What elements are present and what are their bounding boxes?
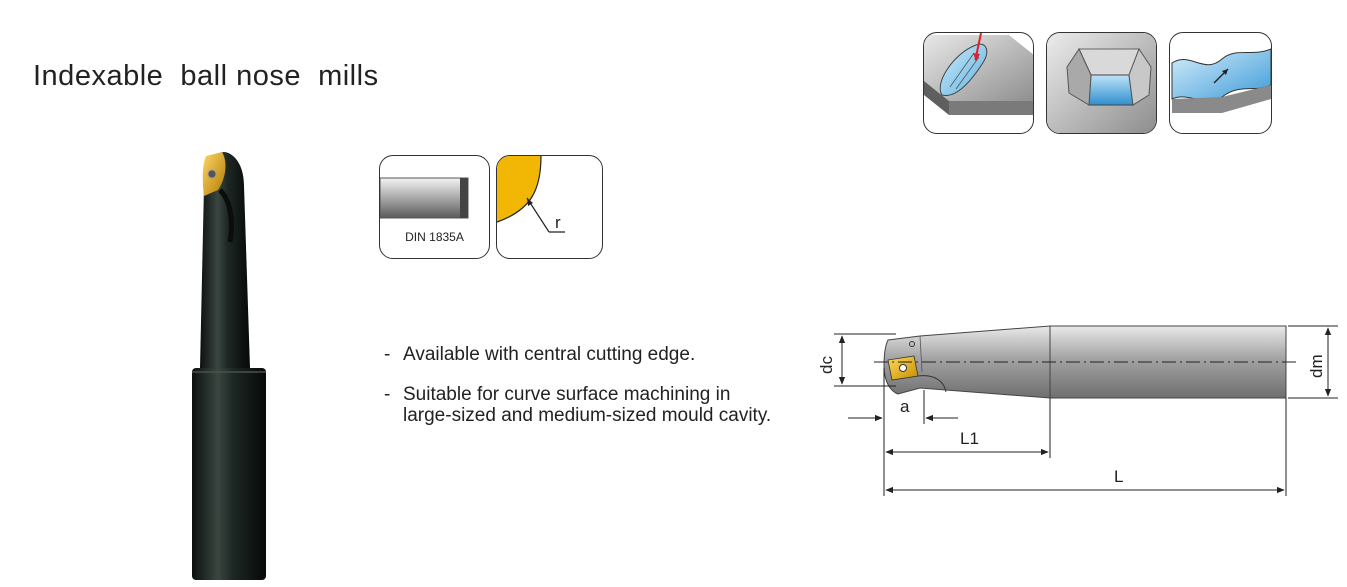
shank-standard-label: DIN 1835A bbox=[405, 230, 464, 244]
feature-text: large-sized and medium-sized mould cavit… bbox=[403, 405, 772, 426]
corner-radius-icon: r bbox=[496, 155, 603, 259]
din-1835a-shank-icon: DIN 1835A bbox=[379, 155, 490, 259]
dim-l1-label: L1 bbox=[960, 429, 979, 448]
dim-dc-label: dc bbox=[818, 356, 836, 374]
dim-a-label: a bbox=[900, 397, 910, 416]
page-title: Indexable ball nose mills bbox=[33, 60, 379, 92]
dimension-drawing: dc dm a L1 L bbox=[817, 320, 1342, 500]
ball-nose-mill-image bbox=[190, 150, 280, 582]
feature-text: Available with central cutting edge. bbox=[403, 344, 696, 365]
feature-item: -Available with central cutting edge. bbox=[384, 344, 696, 365]
feature-text: Suitable for curve surface machining in bbox=[403, 384, 731, 405]
dim-dm-label: dm bbox=[1307, 354, 1326, 378]
contour-surface-icon bbox=[1169, 32, 1272, 134]
corner-label: r bbox=[555, 213, 561, 232]
dim-l-label: L bbox=[1114, 467, 1123, 486]
ramping-slot-icon bbox=[923, 32, 1034, 134]
feature-item-continuation: large-sized and medium-sized mould cavit… bbox=[403, 405, 771, 426]
pocket-milling-icon bbox=[1046, 32, 1157, 134]
feature-item: -Suitable for curve surface machining in bbox=[384, 384, 731, 405]
